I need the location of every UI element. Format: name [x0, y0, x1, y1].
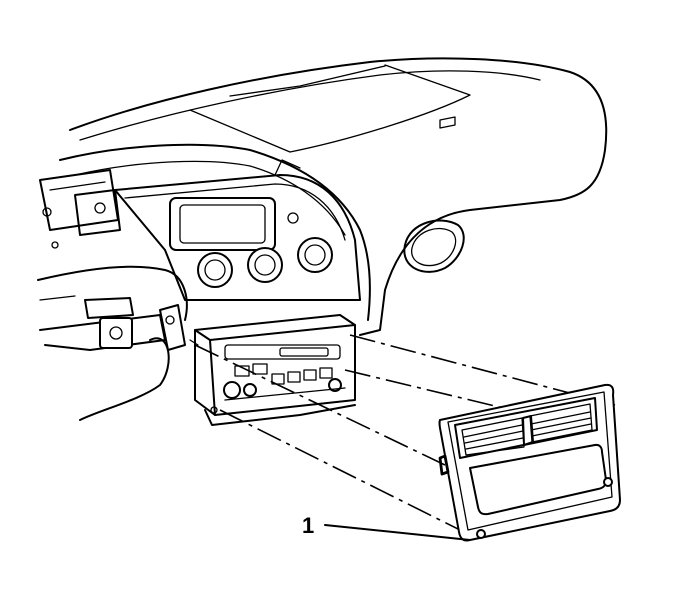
- trim-plate-mounting-tab: [476, 529, 486, 539]
- trim-plate-clip: [603, 477, 613, 487]
- left-dash-structure: [37, 169, 188, 421]
- right-side-air-vent: [403, 219, 465, 273]
- callout-1: 1: [302, 513, 471, 541]
- instrument-cluster-bezel: [114, 159, 361, 301]
- radio-trim-plate: [438, 383, 621, 542]
- center-air-outlets: [454, 397, 598, 459]
- callout-label: 1: [302, 513, 314, 538]
- dashboard-upper-shell: [59, 57, 608, 336]
- radio-receiver-unit: [194, 314, 356, 426]
